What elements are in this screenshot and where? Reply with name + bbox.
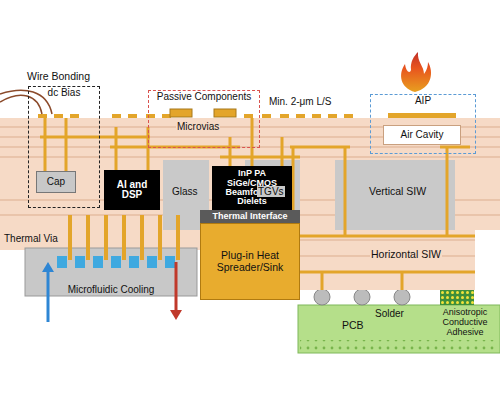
cooling-channel — [111, 256, 121, 268]
part-label: Horizontal SIW — [370, 249, 442, 261]
node-label: AI and DSP — [106, 180, 158, 201]
part-label: Microvias — [176, 121, 220, 132]
component-box: AI and DSP — [104, 170, 160, 210]
radiation-flame — [401, 52, 431, 92]
node-label: Plug-in Heat Spreader/Sink — [203, 250, 297, 272]
passive-chip — [170, 109, 192, 117]
surface-pad — [344, 114, 353, 118]
passive-chip — [214, 109, 236, 117]
solder-ball — [314, 289, 330, 305]
thermal-via — [158, 215, 162, 260]
cooling-channel — [75, 256, 85, 268]
cooling-channel — [147, 256, 157, 268]
coolant-in-head — [42, 262, 54, 272]
laminate-lower-right — [300, 230, 475, 290]
node-label: Microfluidic Cooling — [68, 285, 155, 296]
thermal-via — [104, 215, 108, 260]
layer-line — [0, 157, 500, 158]
pcb-board — [298, 305, 500, 353]
bond-wire — [0, 95, 42, 114]
part-label: Glass — [171, 186, 199, 197]
surface-pad — [54, 114, 63, 118]
part-label: Min. 2-μm L/S — [268, 96, 332, 107]
cooling-channel — [93, 256, 103, 268]
surface-pad — [312, 114, 321, 118]
node-label: Cap — [47, 177, 65, 188]
coolant-in-arrow — [47, 270, 50, 322]
cooling-channels — [57, 215, 180, 268]
surface-pad — [244, 114, 253, 118]
part-label: Solder — [374, 308, 405, 319]
node-label: Air Cavity — [401, 130, 444, 141]
surface-pad — [70, 114, 79, 118]
pcb-dots — [300, 340, 498, 352]
component-box: Thermal Interface — [200, 210, 300, 223]
solder-ball — [394, 289, 410, 305]
laminate — [0, 118, 500, 230]
surface-pad — [296, 114, 305, 118]
region-outline: AIP Air Cavity — [370, 94, 476, 154]
node-label: PCB — [342, 320, 364, 331]
part-label: Thermal Via — [3, 233, 59, 244]
surface-pad — [38, 114, 47, 118]
aca-film — [440, 289, 474, 305]
layer-line — [300, 240, 475, 241]
surface-pad — [328, 114, 337, 118]
glass-core — [335, 160, 455, 230]
coolant-out-arrow — [175, 262, 178, 312]
solder-ball — [354, 289, 370, 305]
surface-pad — [112, 114, 121, 118]
thermal-via — [86, 215, 90, 260]
surface-pads — [38, 114, 353, 118]
surface-pad — [280, 114, 289, 118]
component-box: Plug-in Heat Spreader/Sink — [200, 223, 300, 300]
thermal-via — [68, 215, 72, 260]
cooling-channel — [165, 256, 175, 268]
thermal-via — [140, 215, 144, 260]
laminate-lower-left — [0, 230, 200, 250]
part-label: TGVs — [257, 186, 285, 197]
region-outline: Microfluidic Cooling — [25, 248, 197, 296]
part-label: Anisotropic Conductive Adhesive — [433, 308, 497, 338]
node-label: Thermal Interface — [212, 212, 287, 221]
node-label: AIP — [415, 96, 431, 107]
node-label: dc Bias — [48, 88, 81, 99]
component-box: Cap — [36, 171, 76, 193]
surface-pad — [262, 114, 271, 118]
surface-pad — [128, 114, 137, 118]
cooling-channel — [129, 256, 139, 268]
microfluidic-block — [25, 248, 197, 296]
thermal-via — [122, 215, 126, 260]
region-outline: Passive Components — [148, 90, 260, 148]
bond-wire — [0, 90, 52, 114]
patch-antenna — [388, 113, 456, 118]
thermal-via — [176, 215, 180, 260]
coolant-out-head — [170, 310, 182, 320]
component-box: Air Cavity — [383, 125, 461, 145]
part-label: Wire Bonding — [26, 71, 91, 83]
cooling-channel — [57, 256, 67, 268]
node-label: Passive Components — [157, 92, 252, 103]
vias — [40, 118, 475, 290]
region-outline: dc BiasCap — [28, 86, 100, 208]
part-label: Vertical SIW — [368, 186, 427, 198]
